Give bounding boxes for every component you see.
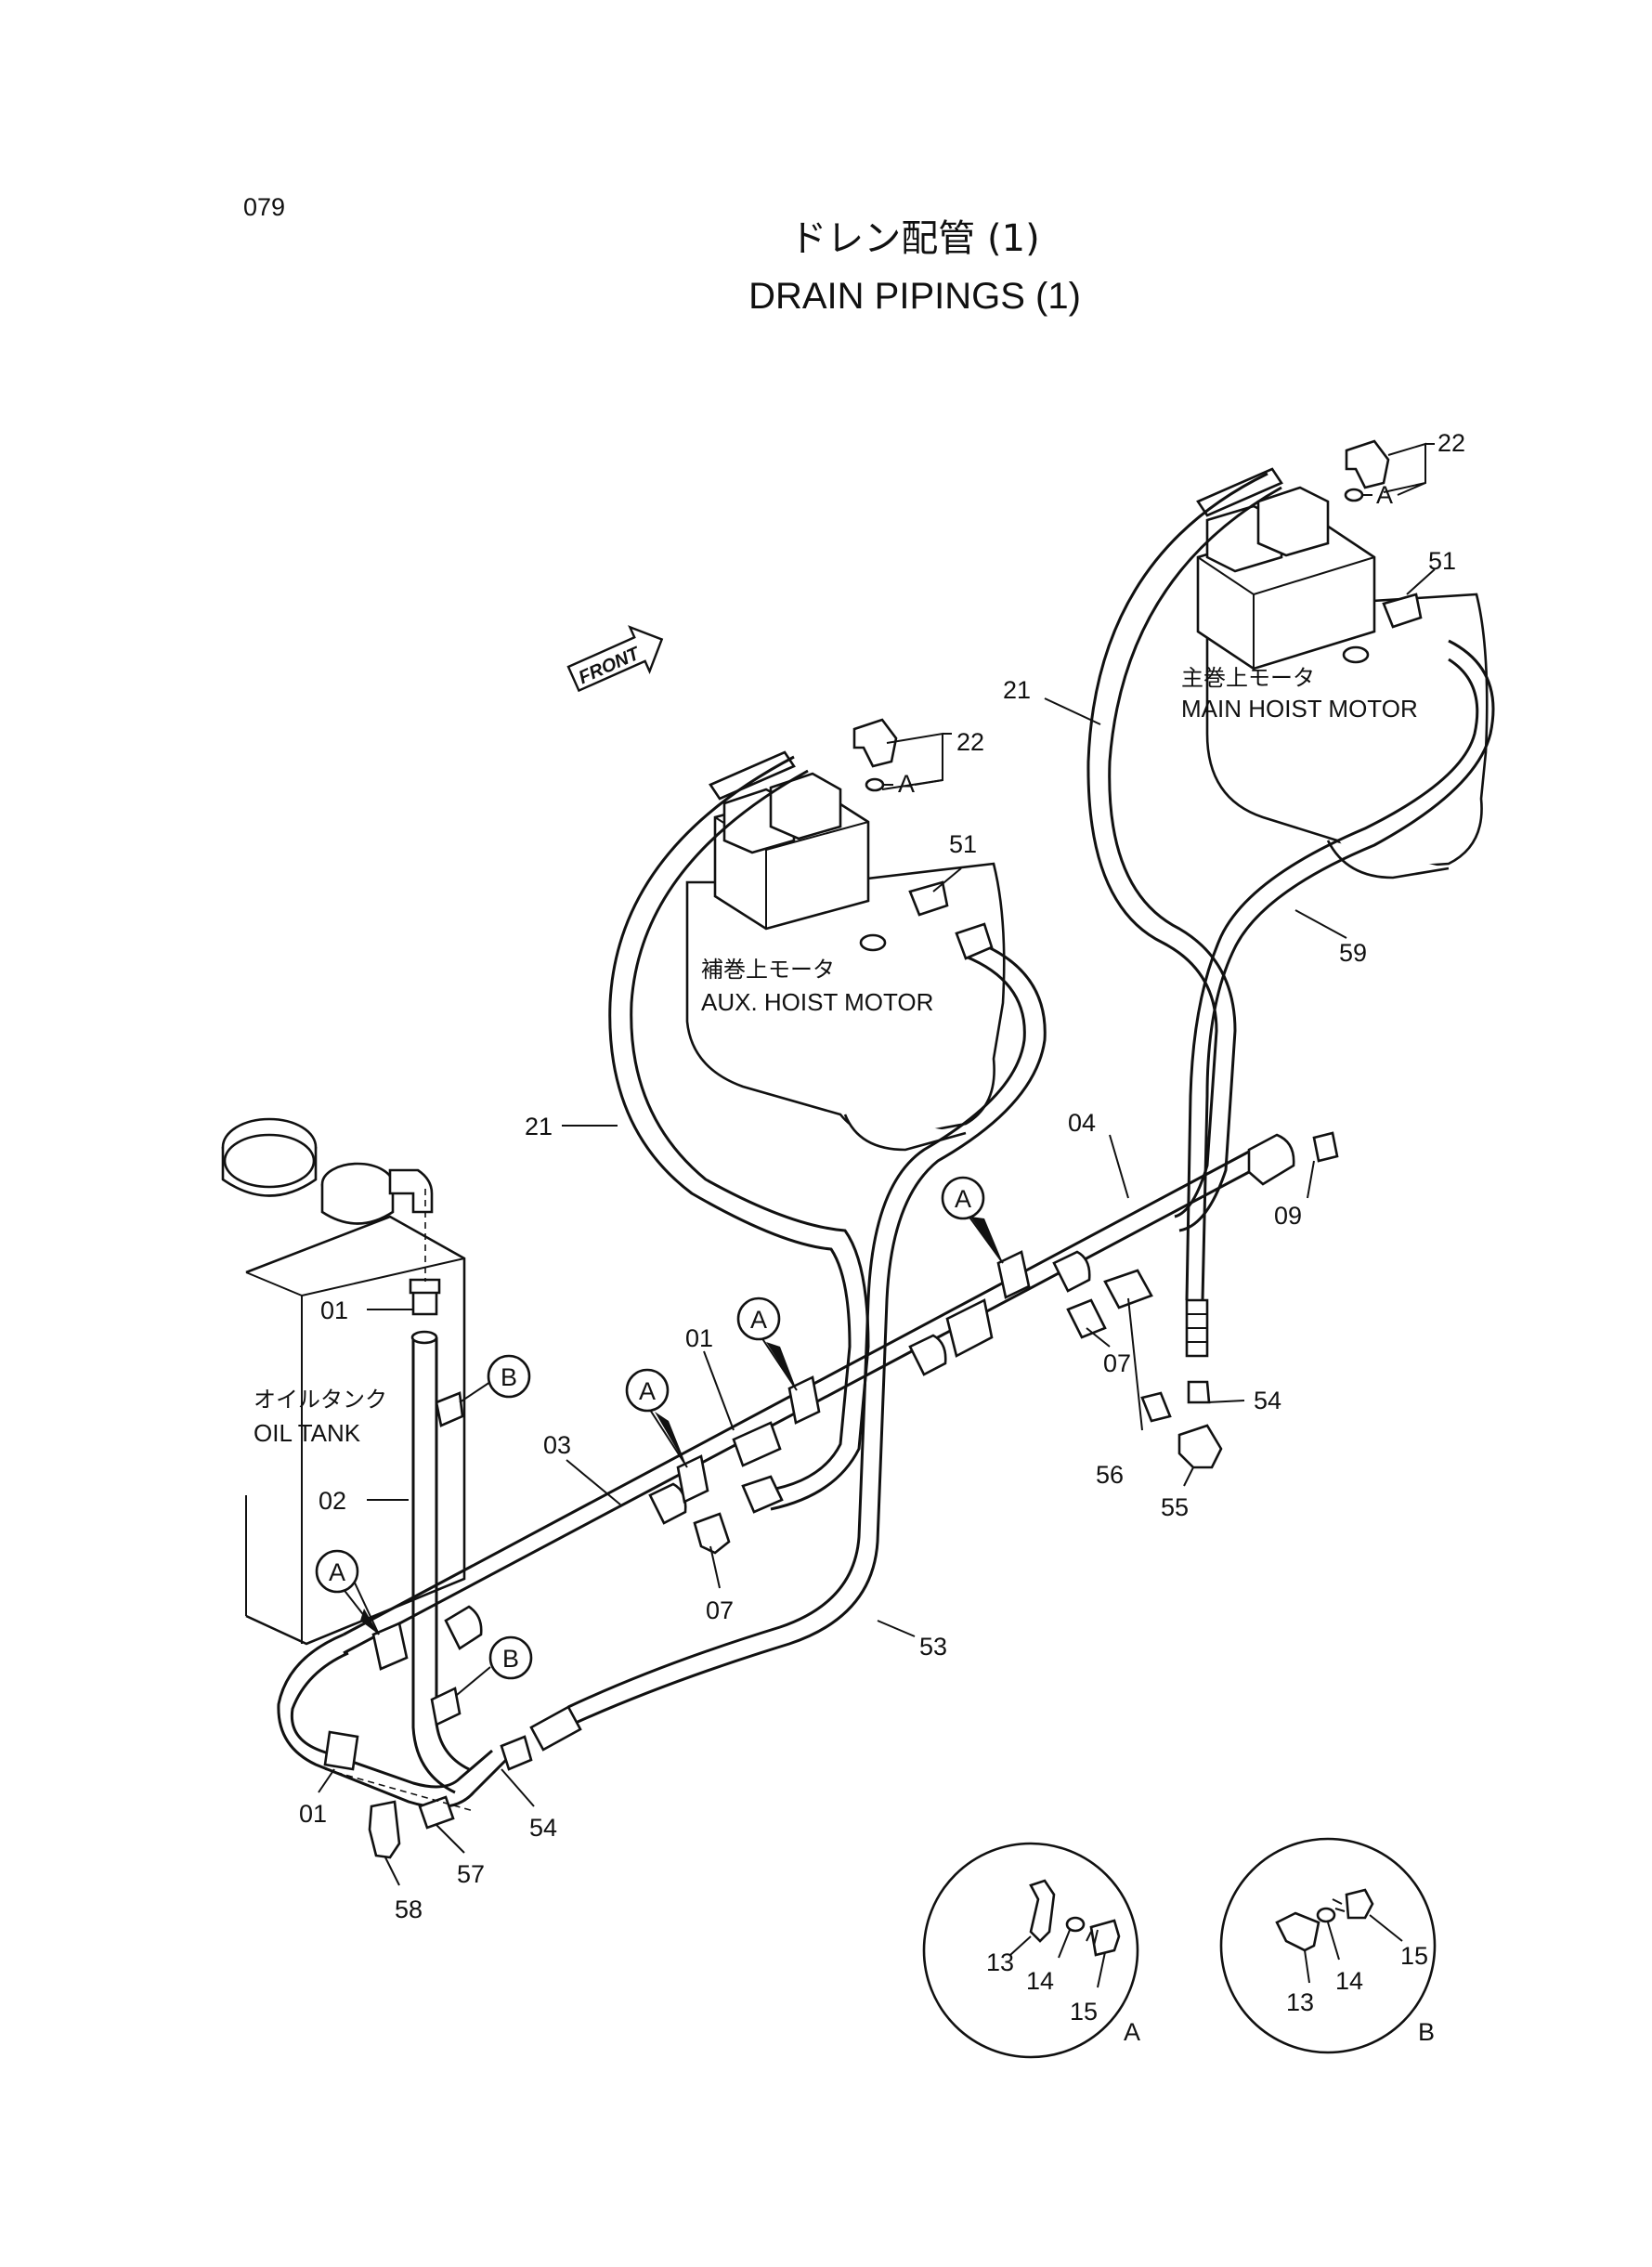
part-label-21-aux: 21: [525, 1113, 553, 1140]
part-label-04: 04: [1068, 1109, 1096, 1137]
detail-b-label-13: 13: [1286, 1988, 1314, 2016]
part-label-54-right: 54: [1254, 1387, 1281, 1414]
detail-a-label-13: 13: [986, 1948, 1014, 1976]
clamp-marker-a-left: A: [315, 1549, 380, 1635]
clamp-marker-label: B: [502, 1645, 519, 1673]
fittings: [323, 439, 1423, 1859]
part-label-01-bottom: 01: [299, 1800, 327, 1828]
page-number: 079: [243, 193, 285, 221]
detail-b-label-15: 15: [1400, 1942, 1428, 1970]
part-label-07-mid: 07: [706, 1596, 734, 1624]
part-label-a-main: A: [1376, 481, 1393, 509]
part-label-07-right: 07: [1103, 1349, 1131, 1377]
part-label-09: 09: [1274, 1202, 1302, 1230]
part-label-22-aux: 22: [956, 728, 984, 756]
clamp-marker-label: A: [329, 1558, 345, 1586]
hose-21-aux: [608, 755, 870, 1511]
clamp-marker-a-center: A: [736, 1296, 798, 1391]
part-label-a-aux: A: [898, 770, 915, 798]
detail-b-label-14: 14: [1335, 1967, 1363, 1995]
part-label-21-main: 21: [1003, 676, 1031, 704]
detail-b-caption: B: [1418, 2018, 1435, 2046]
part-label-55: 55: [1161, 1493, 1189, 1521]
part-label-57: 57: [457, 1860, 485, 1888]
aux-hoist-motor-label-en: AUX. HOIST MOTOR: [701, 988, 933, 1016]
clamp-marker-b-lower: B: [456, 1635, 533, 1696]
detail-a-label-14: 14: [1026, 1967, 1054, 1995]
detail-a-caption: A: [1124, 2018, 1140, 2046]
detail-view-b: 13 14 15 B: [1219, 1837, 1437, 2054]
part-label-51-main: 51: [1428, 547, 1456, 575]
front-arrow-icon: FRONT: [566, 625, 664, 693]
hose-53: [529, 922, 1047, 1752]
part-label-02: 02: [319, 1487, 346, 1515]
oil-tank: [221, 1117, 466, 1646]
clamp-marker-label: B: [501, 1363, 517, 1391]
hose-21-main: [1086, 472, 1282, 1232]
part-label-56: 56: [1096, 1461, 1124, 1489]
title-english: DRAIN PIPINGS (1): [748, 276, 1081, 317]
part-label-01-mid: 01: [685, 1324, 713, 1352]
part-label-58: 58: [395, 1896, 423, 1923]
clamp-marker-a-right: A: [941, 1176, 1004, 1264]
clamp-marker-a-mid: A: [625, 1368, 688, 1468]
part-label-51-aux: 51: [949, 830, 977, 858]
part-label-53: 53: [919, 1633, 947, 1661]
aux-hoist-motor-label-jp: 補巻上モータ: [701, 957, 835, 983]
detail-view-a: 13 14 15 A: [922, 1842, 1140, 2059]
clamp-marker-b-upper: B: [459, 1354, 531, 1403]
part-label-01-tank: 01: [320, 1296, 348, 1324]
aux-hoist-motor: [685, 750, 1006, 1152]
main-hoist-motor-label-en: MAIN HOIST MOTOR: [1181, 695, 1418, 723]
clamp-marker-label: A: [639, 1377, 656, 1405]
part-label-22-main: 22: [1437, 429, 1465, 457]
detail-a-label-15: 15: [1070, 1998, 1098, 2026]
title-japanese: ドレン配管 (1): [789, 217, 1039, 260]
part-label-54-bottom: 54: [529, 1814, 557, 1842]
clamp-marker-label: A: [750, 1306, 767, 1334]
clamp-marker-label: A: [955, 1185, 971, 1213]
oil-tank-label-jp: オイルタンク: [254, 1387, 387, 1413]
main-hoist-motor-label-jp: 主巻上モータ: [1181, 665, 1315, 691]
part-label-03: 03: [543, 1431, 571, 1459]
hose-59: [1185, 639, 1495, 1358]
part-label-59: 59: [1339, 939, 1367, 967]
clamps: [371, 1250, 1031, 1726]
leader-lines: [318, 442, 1436, 1886]
oil-tank-label-en: OIL TANK: [254, 1419, 361, 1447]
